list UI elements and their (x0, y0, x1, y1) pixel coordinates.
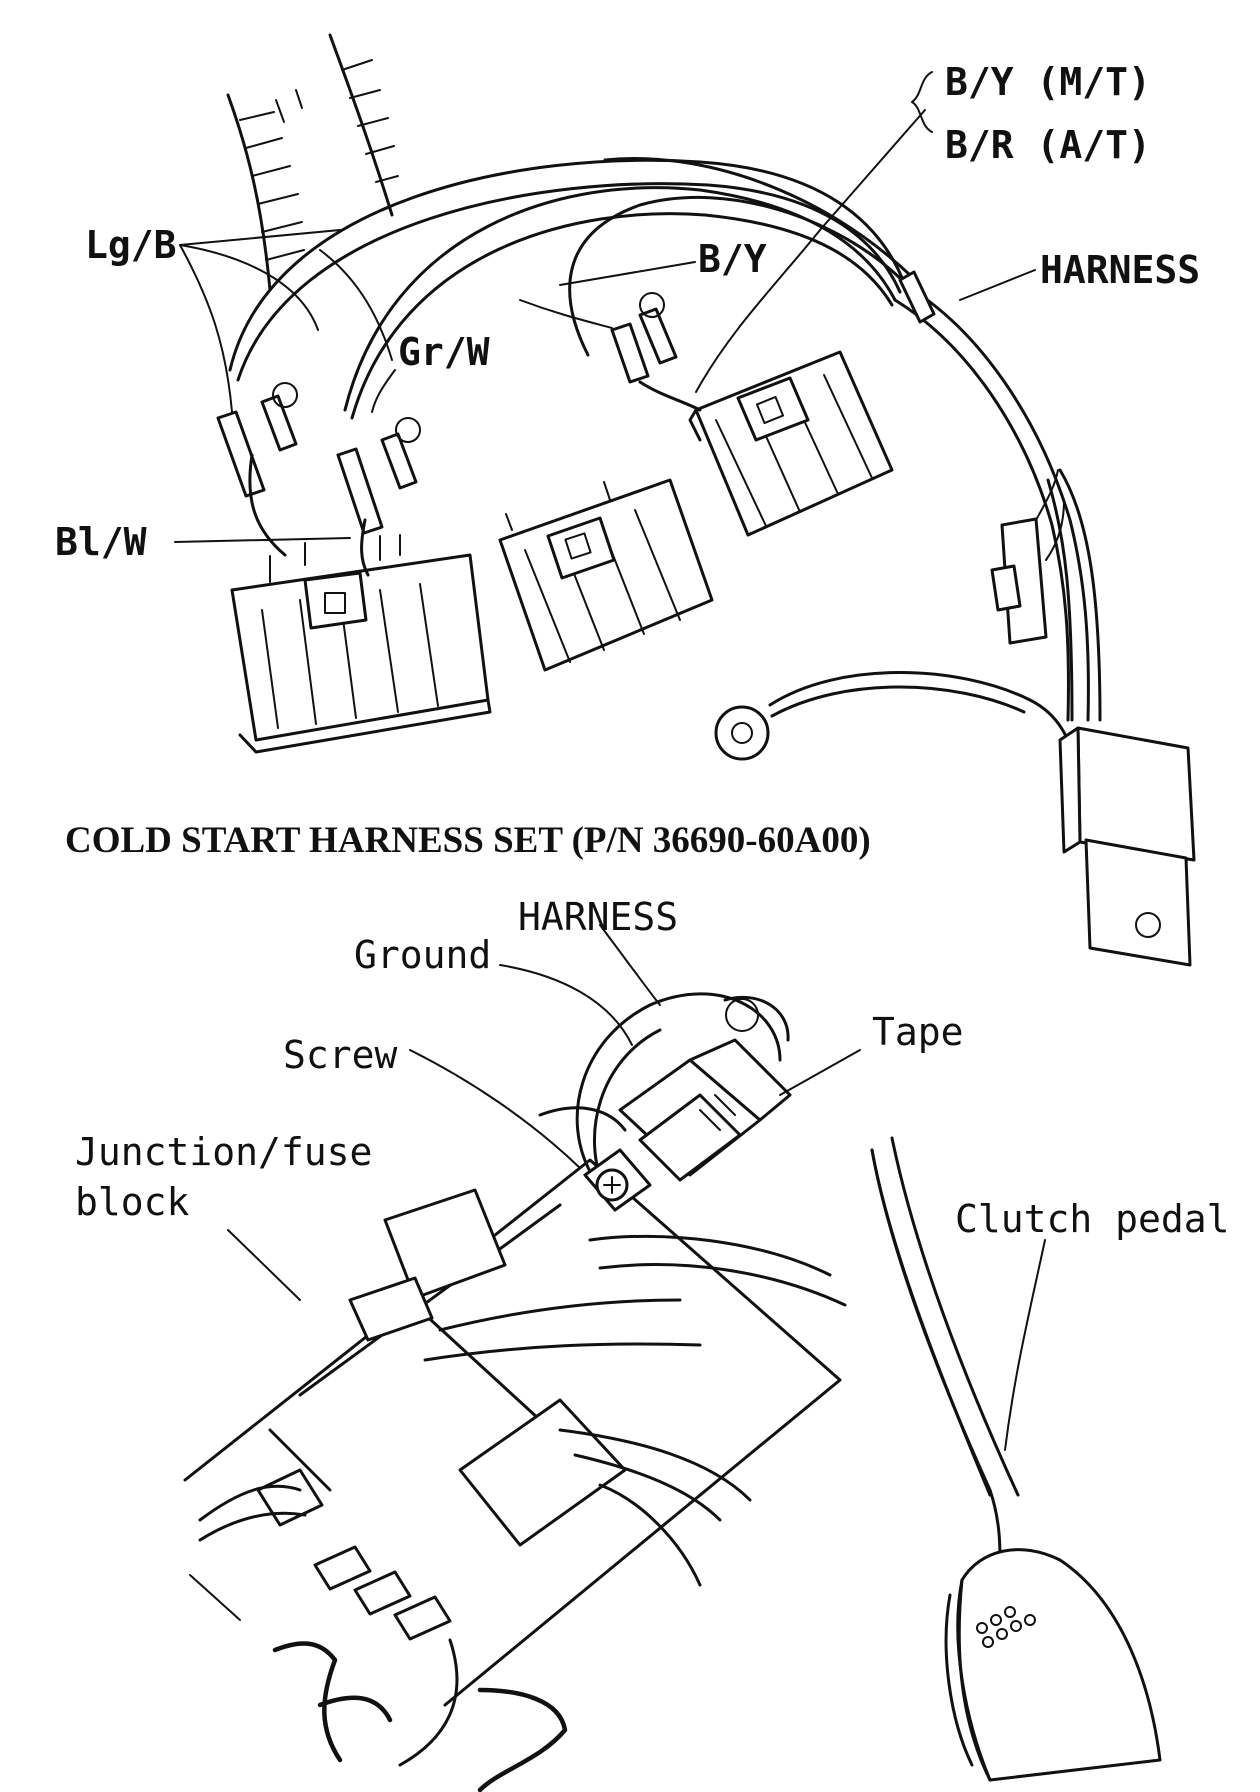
label-ground: Ground (354, 933, 491, 977)
clutch-pedal-arm (870, 1136, 1162, 1782)
mounted-relay (538, 992, 792, 1192)
label-junction-line1: Junction/fuse (75, 1130, 372, 1174)
label-br-at: B/R (A/T) (945, 123, 1151, 167)
caption: COLD START HARNESS SET (P/N 36690-60A00) (65, 820, 871, 861)
wire-clips (216, 292, 702, 577)
harness-wires (228, 156, 912, 420)
ground-ring-terminal (714, 671, 1080, 772)
connector-2 (498, 478, 714, 672)
harness-set-illustration (174, 33, 1196, 967)
label-clutch-pedal: Clutch pedal (955, 1197, 1230, 1241)
label-harness-top: HARNESS (1040, 248, 1200, 292)
label-b-y: B/Y (698, 237, 767, 281)
installation-illustration (183, 924, 1162, 1792)
connector-3 (688, 350, 894, 537)
sleeve-connector (990, 469, 1065, 645)
label-by-mt: B/Y (M/T) (945, 60, 1151, 104)
relay-box (1058, 726, 1196, 967)
junction-fuse-block (183, 1158, 842, 1707)
mounting-screw (583, 1148, 652, 1212)
label-bl-w: Bl/W (55, 520, 147, 564)
block-cables (189, 1234, 847, 1792)
label-screw: Screw (283, 1033, 398, 1077)
label-lg-b: Lg/B (85, 223, 177, 267)
label-gr-w: Gr/W (398, 330, 490, 374)
lower-leader-lines (227, 924, 1046, 1451)
label-junction-line2: block (75, 1180, 190, 1224)
harness-sleeve (893, 270, 1102, 722)
connector-1 (230, 534, 492, 754)
label-tape: Tape (872, 1010, 964, 1054)
leader-lines (174, 71, 1036, 543)
label-harness-bottom: HARNESS (518, 895, 678, 939)
wiring-loom (226, 33, 399, 292)
